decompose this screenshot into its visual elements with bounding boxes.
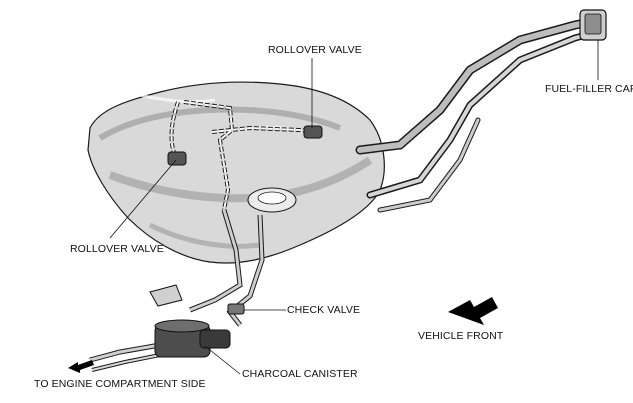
rollover-valve-top-part — [303, 125, 323, 139]
leader-lines — [109, 40, 599, 375]
fuel-tank — [87, 81, 385, 264]
label-fuel-filler-cap: FUEL-FILLER CAP — [545, 83, 633, 95]
label-rollover-valve-left: ROLLOVER VALVE — [70, 243, 164, 255]
rollover-valve-left-part — [167, 151, 187, 166]
arrow-left-icon — [68, 360, 94, 373]
charcoal-canister-part — [149, 284, 231, 358]
arrow-up-left-icon — [448, 297, 498, 325]
label-vehicle-front: VEHICLE FRONT — [418, 330, 504, 342]
fuel-filler-cap — [579, 9, 607, 41]
filler-pipe — [355, 15, 605, 213]
label-rollover-valve-top: ROLLOVER VALVE — [268, 44, 362, 56]
leader-rollover-left — [109, 159, 177, 239]
leader-charcoal-canister — [204, 345, 241, 375]
label-charcoal-canister: CHARCOAL CANISTER — [242, 368, 358, 380]
label-engine-compartment: TO ENGINE COMPARTMENT SIDE — [34, 378, 206, 390]
evap-hoses — [89, 209, 265, 372]
label-check-valve: CHECK VALVE — [287, 304, 361, 316]
check-valve-part — [227, 303, 245, 315]
